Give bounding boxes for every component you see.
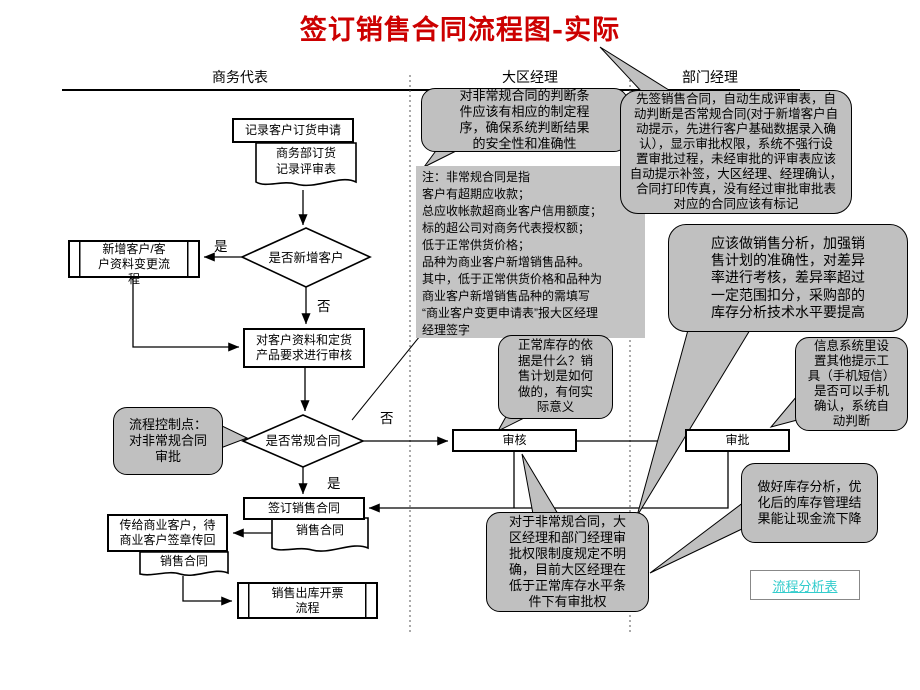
decision-new-customer-label: 是否新增客户 [268,250,344,265]
document-sales-contract2-shape [139,551,229,576]
lane-header-business-rep: 商务代表 [212,69,268,85]
edge-approve-return [368,451,729,513]
decision-regular-contract-label: 是否常规合同 [265,433,341,448]
leader-note-to-diamond [351,335,421,421]
node-sign-contract: 签订销售合同 [243,497,365,520]
decision-regular-contract-shape [240,414,366,468]
edge-label-yes2: 是 [327,476,341,491]
note-non-regular-contract: 注：非常规合同是指 客户有超期应收款； 总应收帐款超商业客户信用额度； 标的超公… [416,166,645,338]
node-review-customer-info: 对客户资料和定货 产品要求进行审核 [243,328,365,368]
callout-judge-condition: 对非常规合同的判断条 件应该有相应的制定程 序，确保系统判断结果 的安全性和准确… [421,88,628,152]
page-title: 签订销售合同流程图-实际 [299,15,621,46]
node-new-customer-process: 新增客户/客 户资料变更流 程 [68,240,200,286]
edge-doc3-to-outbound [182,576,233,606]
edge-label-no2: 否 [380,411,394,426]
document-order-review-shape [255,142,357,187]
callout-tails [217,46,802,574]
callout-inventory-analysis: 做好库存分析，优 化后的库存管理结 果能让现金流下降 [741,463,878,543]
node-send-to-customer: 传给商业客户，待 商业客户签章传回 [107,514,228,552]
process-analysis-link-box: 流程分析表 [750,570,860,600]
edges [132,190,729,606]
lane-header-regional-manager: 大区经理 [502,69,558,85]
decision-new-customer-shape [240,227,372,288]
process-analysis-link[interactable]: 流程分析表 [772,578,838,594]
node-sales-contract-doc1-label: 销售合同 [295,523,344,538]
callout-info-system: 信息系统里设 置其他提示工 具（手机短信） 是否可以手机 确认，系统自 动判断 [795,337,908,431]
callout-normal-stock: 正常库存的依 据是什么？销 售计划是如何 做的，有何实 际意义 [498,335,613,419]
edge-label-yes1: 是 [214,239,228,254]
node-order-review-doc-label: 商务部订货 记录评审表 [275,146,336,176]
node-approve: 审批 [685,429,790,452]
callout-approval-authority: 对于非常规合同，大 区经理和部门经理审 批权限制度规定不明 确，目前大区经理在 … [486,512,649,612]
node-outbound-invoice-process: 销售出库开票 流程 [237,582,378,619]
tail-inventory-analysis [649,500,745,574]
tail-sales-analysis [636,329,751,517]
edge-pre1-to-review-info [132,278,240,352]
tail-approval-authority [521,453,559,515]
document-sales-contract1-shape [271,517,369,552]
node-review: 审核 [452,429,577,452]
node-record-order: 记录客户订货申请 [232,118,354,143]
edge-label-no1: 否 [317,299,331,314]
node-sales-contract-doc2-label: 销售合同 [159,554,208,569]
callout-sales-analysis: 应该做销售分析，加强销 售计划的准确性，对差异 率进行考核，差异率超过 一定范围… [668,224,908,332]
callout-sign-first: 先签销售合同，自动生成评审表，自 动判断是否常规合同(对于新增客户自 动提示，先… [620,90,852,214]
lane-header-dept-manager: 部门经理 [682,69,738,85]
callout-control-point: 流程控制点： 对非常规合同 审批 [113,407,223,475]
